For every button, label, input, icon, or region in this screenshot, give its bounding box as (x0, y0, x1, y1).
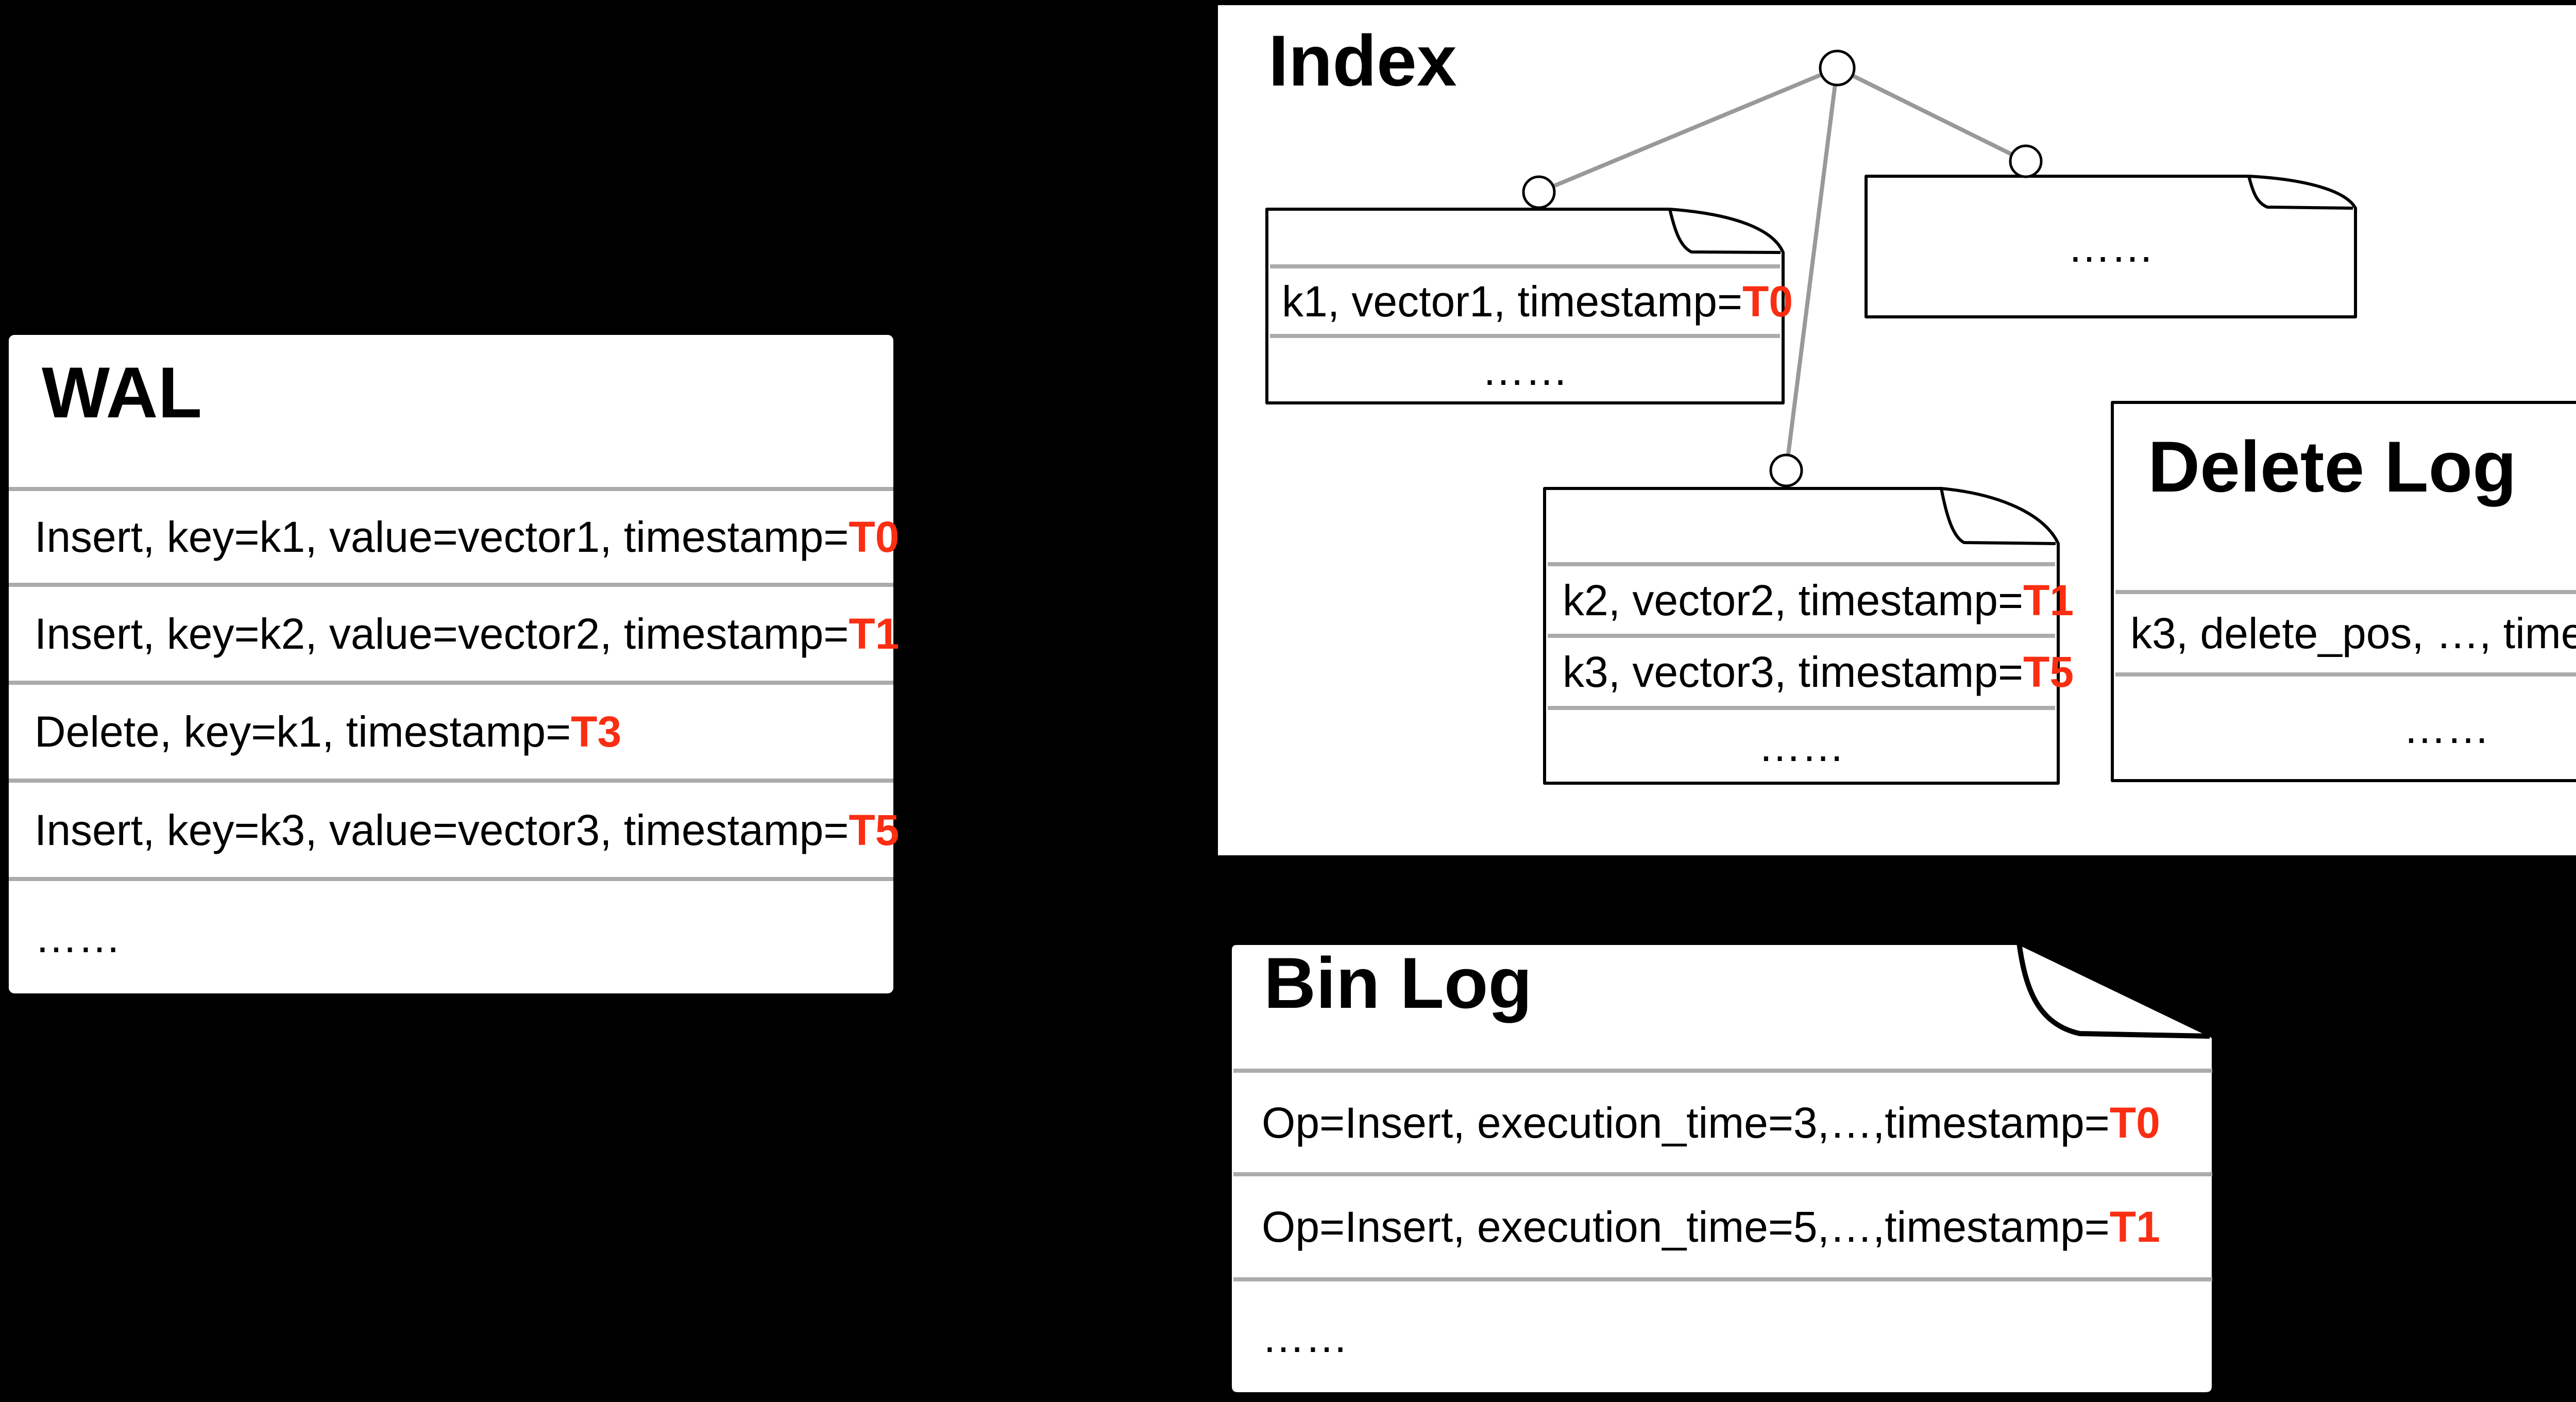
row-separator (2115, 590, 2576, 594)
row-separator (9, 583, 893, 587)
bin-log-header: Bin Log (1232, 945, 2214, 1069)
segment-row-ellipsis: …… (1758, 721, 1845, 770)
wal-row-insert-k2: Insert, key=k2, value=vector2, timestamp… (9, 587, 899, 681)
row-separator (9, 681, 893, 685)
row-separator (1233, 1069, 2212, 1073)
row-separator (9, 779, 893, 783)
delete-log-title: Delete Log (2148, 426, 2517, 507)
timestamp-highlight: T5 (849, 805, 900, 854)
row-separator (1548, 562, 2055, 566)
timestamp-highlight: T5 (2023, 648, 2074, 696)
timestamp-highlight: T1 (2023, 576, 2074, 624)
row-separator (1270, 264, 1780, 268)
segment-row-k1: k1, vector1, timestamp=T0 (1268, 268, 1793, 334)
doc-header-space (1268, 211, 1782, 264)
bin-log-row-ellipsis: …… (1262, 1312, 1348, 1361)
delete-log-row-ellipsis: …… (2403, 703, 2490, 752)
wal-title: WAL (42, 352, 202, 433)
bin-log-row-2: Op=Insert, execution_time=5,…,timestamp=… (1232, 1176, 2214, 1277)
timestamp-highlight: T0 (849, 513, 900, 561)
index-panel-title: Index (1268, 20, 1457, 101)
timestamp-highlight: T0 (2109, 1098, 2160, 1147)
timestamp-highlight: T0 (1742, 277, 1793, 326)
folded-corner-icon (1668, 209, 1781, 254)
row-text: k3, vector3, timestamp= (1563, 648, 2024, 696)
timestamp-highlight: T1 (849, 610, 900, 658)
folded-corner-icon (2247, 176, 2353, 210)
row-separator (9, 487, 893, 491)
row-text: Op=Insert, execution_time=3,…,timestamp= (1262, 1098, 2110, 1147)
wal-row-delete-k1: Delete, key=k1, timestamp=T3 (9, 685, 893, 779)
folded-corner-icon (2016, 942, 2210, 1039)
row-text: k2, vector2, timestamp= (1563, 576, 2024, 624)
row-separator (1548, 706, 2055, 710)
folded-corner-icon (1940, 488, 2056, 545)
row-text: Insert, key=k2, value=vector2, timestamp… (35, 610, 849, 658)
timestamp-highlight: T3 (571, 707, 622, 756)
row-text: Delete, key=k1, timestamp= (35, 707, 571, 756)
segment-row-ellipsis: …… (1482, 345, 1568, 394)
row-text: Insert, key=k3, value=vector3, timestamp… (35, 805, 849, 854)
wal-row-insert-k1: Insert, key=k1, value=vector1, timestamp… (9, 491, 899, 583)
row-text: k1, vector1, timestamp= (1282, 277, 1743, 326)
delete-log-row-k3: k3, delete_pos, …, timestamp=T3 (2114, 594, 2576, 672)
index-segment-doc-more: …… (1865, 175, 2357, 318)
delete-log-doc: Delete Log k3, delete_pos, …, timestamp=… (2111, 401, 2576, 782)
row-text: Op=Insert, execution_time=5,…,timestamp= (1262, 1203, 2110, 1251)
segment-row-ellipsis: …… (2067, 222, 2154, 271)
index-segment-doc-k2k3: k2, vector2, timestamp=T1 k3, vector3, t… (1543, 487, 2074, 785)
wal-row-insert-k3: Insert, key=k3, value=vector3, timestamp… (9, 783, 899, 877)
wal-table: WAL Insert, key=k1, value=vector1, times… (6, 332, 899, 996)
row-separator (1270, 334, 1780, 338)
segment-row-k2: k2, vector2, timestamp=T1 (1546, 566, 2074, 634)
row-separator (1233, 1172, 2212, 1176)
row-separator (2115, 672, 2576, 677)
segment-row-k3: k3, vector3, timestamp=T5 (1546, 638, 2074, 706)
row-separator (1548, 634, 2055, 638)
row-separator (1233, 1277, 2212, 1281)
row-text: Insert, key=k1, value=vector1, timestamp… (35, 513, 849, 561)
delete-log-header: Delete Log (2114, 404, 2576, 590)
bin-log-title: Bin Log (1264, 942, 1532, 1023)
doc-outline (1265, 208, 1785, 404)
doc-outline (1865, 175, 2357, 318)
bin-log-row-1: Op=Insert, execution_time=3,…,timestamp=… (1232, 1073, 2214, 1172)
doc-header-space (1546, 490, 2057, 562)
wal-row-ellipsis: …… (35, 913, 121, 961)
wal-header: WAL (9, 335, 893, 487)
row-separator (9, 877, 893, 881)
bin-log-doc: Bin Log Op=Insert, execution_time=3,…,ti… (1228, 941, 2218, 1396)
index-segment-doc-k1: k1, vector1, timestamp=T0 …… (1265, 208, 1793, 404)
doc-outline (1228, 941, 2216, 1396)
row-text: k3, delete_pos, …, timestamp= (2130, 609, 2576, 657)
timestamp-highlight: T1 (2109, 1203, 2160, 1251)
